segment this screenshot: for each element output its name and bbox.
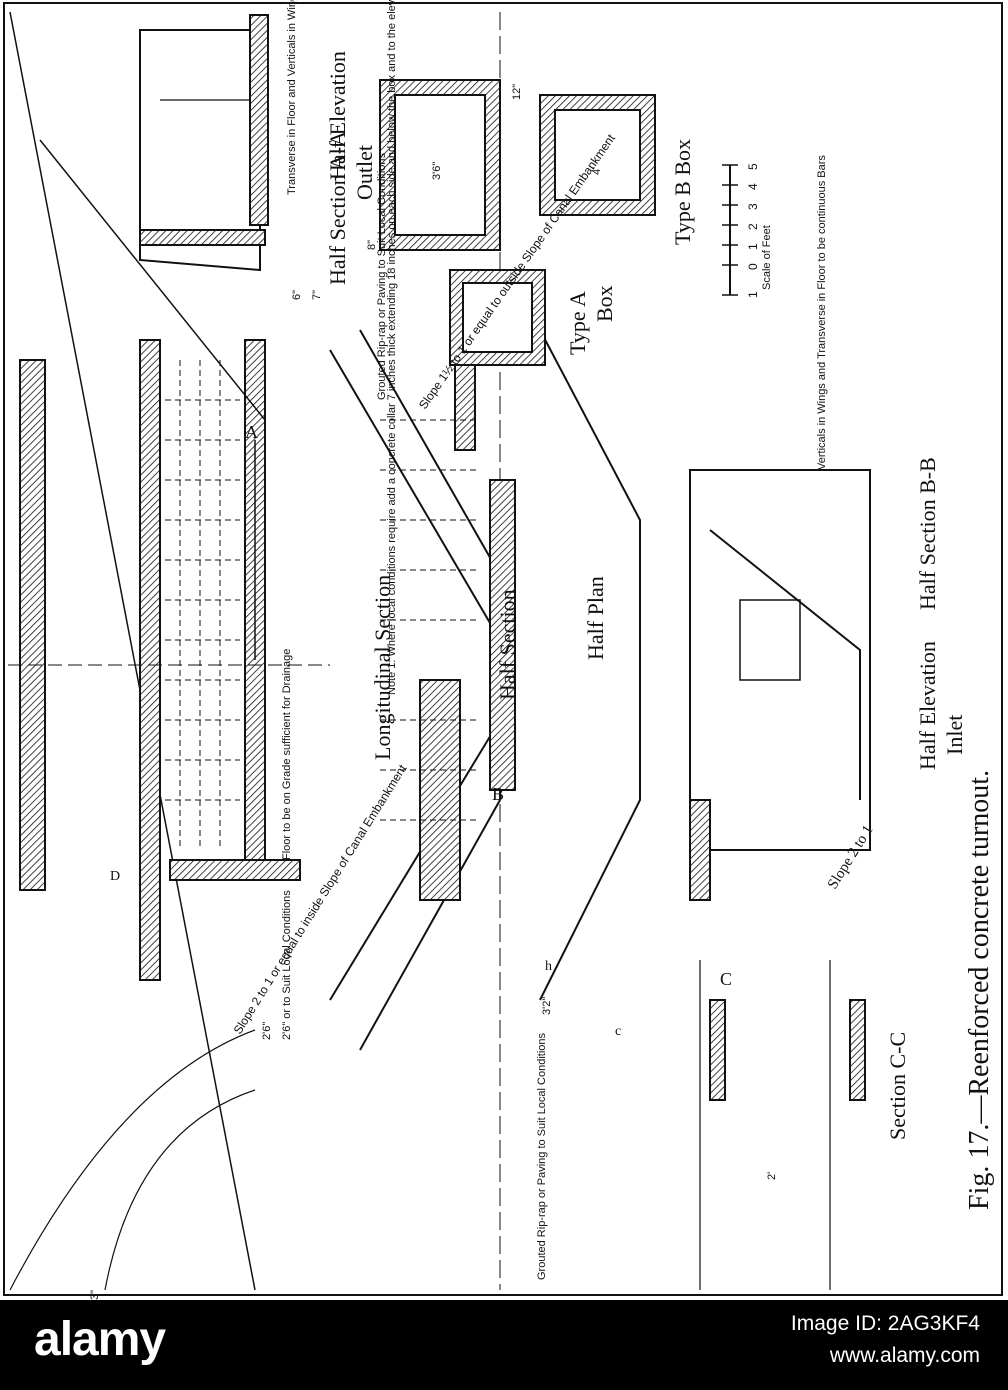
inlet-label: Inlet bbox=[942, 715, 967, 755]
dimension-label: 3'2" bbox=[541, 997, 553, 1015]
watermark-bar: alamy Image ID: 2AG3KF4 www.alamy.com bbox=[0, 1300, 1008, 1390]
engineering-drawing: Note 1: Where local conditions require a… bbox=[3, 0, 1003, 1300]
longitudinal-section-label: Longitudinal Section bbox=[370, 575, 395, 760]
section-mark-c: C bbox=[720, 969, 732, 989]
dimension-label: 2' bbox=[766, 1172, 778, 1180]
dimension-label: 3'6" bbox=[431, 162, 443, 180]
dimension-label: D bbox=[110, 869, 120, 884]
scale-tick: 0 bbox=[746, 263, 760, 270]
scale-tick: 3 bbox=[746, 203, 760, 210]
scale-tick: 5 bbox=[746, 163, 760, 170]
half-plan-view bbox=[329, 12, 641, 1290]
half-section-label: Half Section bbox=[495, 589, 520, 700]
dimension-label: 8" bbox=[366, 240, 378, 250]
outlet-half-elevation-label: Half Elevation bbox=[325, 51, 350, 180]
half-plan-label: Half Plan bbox=[583, 576, 608, 660]
inlet-elevation-view bbox=[689, 469, 871, 1290]
floor-grade-label: Floor to be on Grade sufficient for Drai… bbox=[281, 649, 293, 860]
type-a-box-sub-label: Box bbox=[592, 285, 617, 322]
section-mark-a: A bbox=[245, 422, 258, 442]
scale-tick: 2 bbox=[746, 223, 760, 230]
outlet-elevation-view bbox=[139, 14, 269, 272]
dimension-label: 3" bbox=[89, 1290, 101, 1300]
type-b-box-label: Type B Box bbox=[670, 139, 695, 245]
scale-tick: 1 bbox=[746, 291, 760, 298]
figure-caption: Fig. 17.—Reenforced concrete turnout. bbox=[964, 770, 995, 1210]
section-mark-b: B bbox=[492, 784, 504, 804]
scale-of-feet-label: Scale of Feet bbox=[761, 225, 773, 290]
bars-inlet-label: Verticals in Wings and Transverse in Flo… bbox=[816, 155, 828, 470]
alamy-logo: alamy bbox=[34, 1313, 166, 1366]
local-conditions-label: 2'6" or to Suit Local Conditions bbox=[281, 890, 293, 1040]
dimension-label: 2'6" bbox=[261, 1022, 273, 1040]
riprap-outlet-label: Grouted Rip-rap or Paving to Suit Local … bbox=[376, 152, 388, 400]
section-cc-label: Section C-C bbox=[885, 1032, 910, 1140]
dimension-label: c bbox=[615, 1024, 621, 1039]
dimension-label: 4' bbox=[591, 167, 603, 175]
scale-ticks: 1 0 1 2 3 4 5 bbox=[746, 163, 760, 298]
dimension-label: 12" bbox=[511, 84, 523, 100]
dimension-labels: 6" 7" 12" 8" 3" 2'6" 3'6" 4' 2' D c h 3'… bbox=[89, 84, 778, 1300]
bars-outlet-label: Transverse in Floor and Verticals in Win… bbox=[286, 0, 298, 195]
drawing-border bbox=[3, 2, 1003, 1296]
dimension-label: 7" bbox=[311, 290, 323, 300]
box-sections bbox=[379, 79, 738, 366]
dimension-label: 6" bbox=[291, 290, 303, 300]
dimension-label: h bbox=[545, 959, 552, 974]
inlet-half-elevation-label: Half Elevation bbox=[915, 641, 940, 770]
half-section-aa-label: Half Section A-A bbox=[325, 131, 350, 285]
note-label: Note 1: Where local conditions require a… bbox=[386, 0, 398, 695]
slope-2-to-1-label: Slope 2 to 1 bbox=[825, 823, 877, 893]
riprap-inlet-label: Grouted Rip-rap or Paving to Suit Local … bbox=[536, 1032, 548, 1280]
scale-tick: 4 bbox=[746, 183, 760, 190]
watermark-url: www.alamy.com bbox=[829, 1344, 980, 1367]
scale-tick: 1 bbox=[746, 243, 760, 250]
half-section-bb-label: Half Section B-B bbox=[915, 457, 940, 610]
image-id-text: Image ID: 2AG3KF4 bbox=[790, 1312, 980, 1335]
outlet-label: Outlet bbox=[352, 145, 377, 200]
longitudinal-section-view bbox=[8, 11, 330, 1291]
type-a-box-label: Type A bbox=[565, 291, 590, 355]
